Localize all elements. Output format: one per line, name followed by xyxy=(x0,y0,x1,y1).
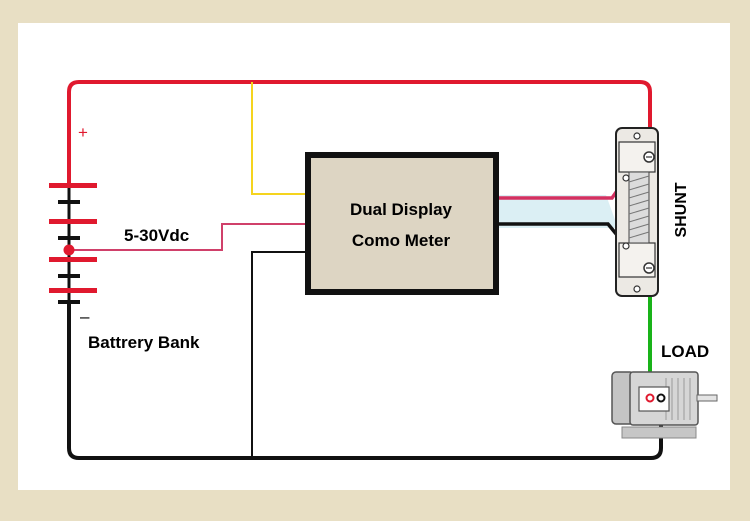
positive-wire xyxy=(67,80,652,188)
meter-ground-wire xyxy=(251,251,307,458)
sense-cable-strip xyxy=(497,195,618,228)
meter-label-line2: Como Meter xyxy=(351,231,451,250)
voltage-range-label: 5-30Vdc xyxy=(124,226,190,245)
positive-terminal-label: + xyxy=(78,123,88,142)
motor-icon xyxy=(611,371,718,439)
battery-tap-node xyxy=(63,244,75,256)
yellow-supply-wire xyxy=(251,82,307,195)
battery-icon xyxy=(49,183,97,304)
voltage-sense-wire xyxy=(69,223,307,251)
negative-terminal-label: – xyxy=(80,307,90,326)
shunt-icon xyxy=(615,127,659,297)
shunt-label: SHUNT xyxy=(673,182,690,238)
negative-wire xyxy=(67,303,663,460)
meter-icon xyxy=(305,152,499,295)
meter-label-line1: Dual Display xyxy=(349,200,453,219)
battery-bank-label: Battrery Bank xyxy=(88,333,200,352)
load-label: LOAD xyxy=(661,342,710,361)
